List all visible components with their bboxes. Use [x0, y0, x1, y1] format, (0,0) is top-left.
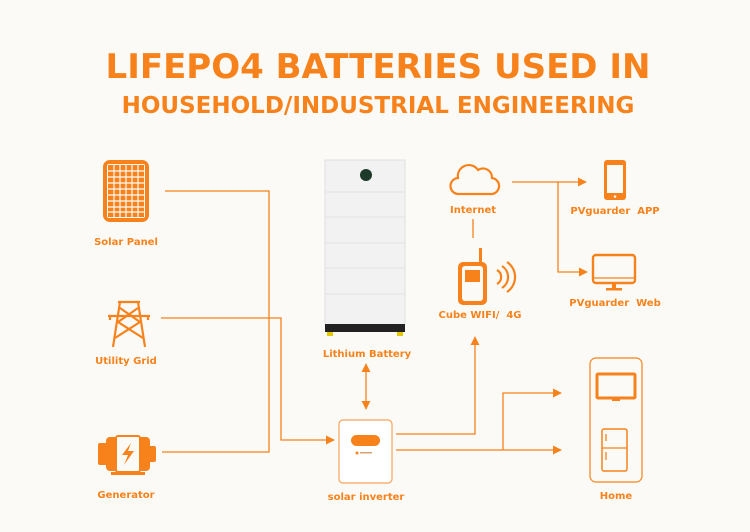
solar-panel-icon — [103, 160, 149, 222]
inverter-to-home-branch-arrow — [502, 388, 562, 450]
internet-to-web-arrow — [557, 182, 588, 277]
generator-icon — [98, 435, 156, 475]
home-icon — [589, 357, 643, 483]
web-label: PVguarder Web — [569, 298, 660, 309]
inverter-to-cube-arrow — [396, 336, 480, 435]
monitor-icon — [591, 253, 637, 291]
solar-generator-line — [162, 190, 270, 453]
app-label: PVguarder APP — [570, 206, 659, 217]
lithium-battery-image — [324, 159, 406, 336]
internet-label: Internet — [450, 205, 496, 216]
inverter-label: solar inverter — [328, 492, 405, 503]
battery-label: Lithium Battery — [323, 349, 412, 360]
title-line-1: LIFEPO4 BATTERIES USED IN — [106, 47, 651, 87]
home-label: Home — [600, 491, 633, 502]
connector-lines — [161, 177, 588, 455]
cube-wifi-label: Cube WIFI/ 4G — [439, 310, 522, 321]
utility-grid-icon — [108, 300, 150, 348]
solar-panel-label: Solar Panel — [94, 237, 158, 248]
title-line-2: HOUSEHOLD/INDUSTRIAL ENGINEERING — [122, 93, 635, 119]
solar-inverter-icon — [338, 419, 393, 484]
utility-grid-label: Utility Grid — [95, 356, 157, 367]
phone-icon — [604, 160, 626, 200]
cube-wifi-device-icon — [458, 248, 517, 305]
cloud-icon — [449, 163, 501, 196]
grid-to-inverter-arrow — [161, 317, 335, 445]
generator-label: Generator — [97, 490, 154, 501]
